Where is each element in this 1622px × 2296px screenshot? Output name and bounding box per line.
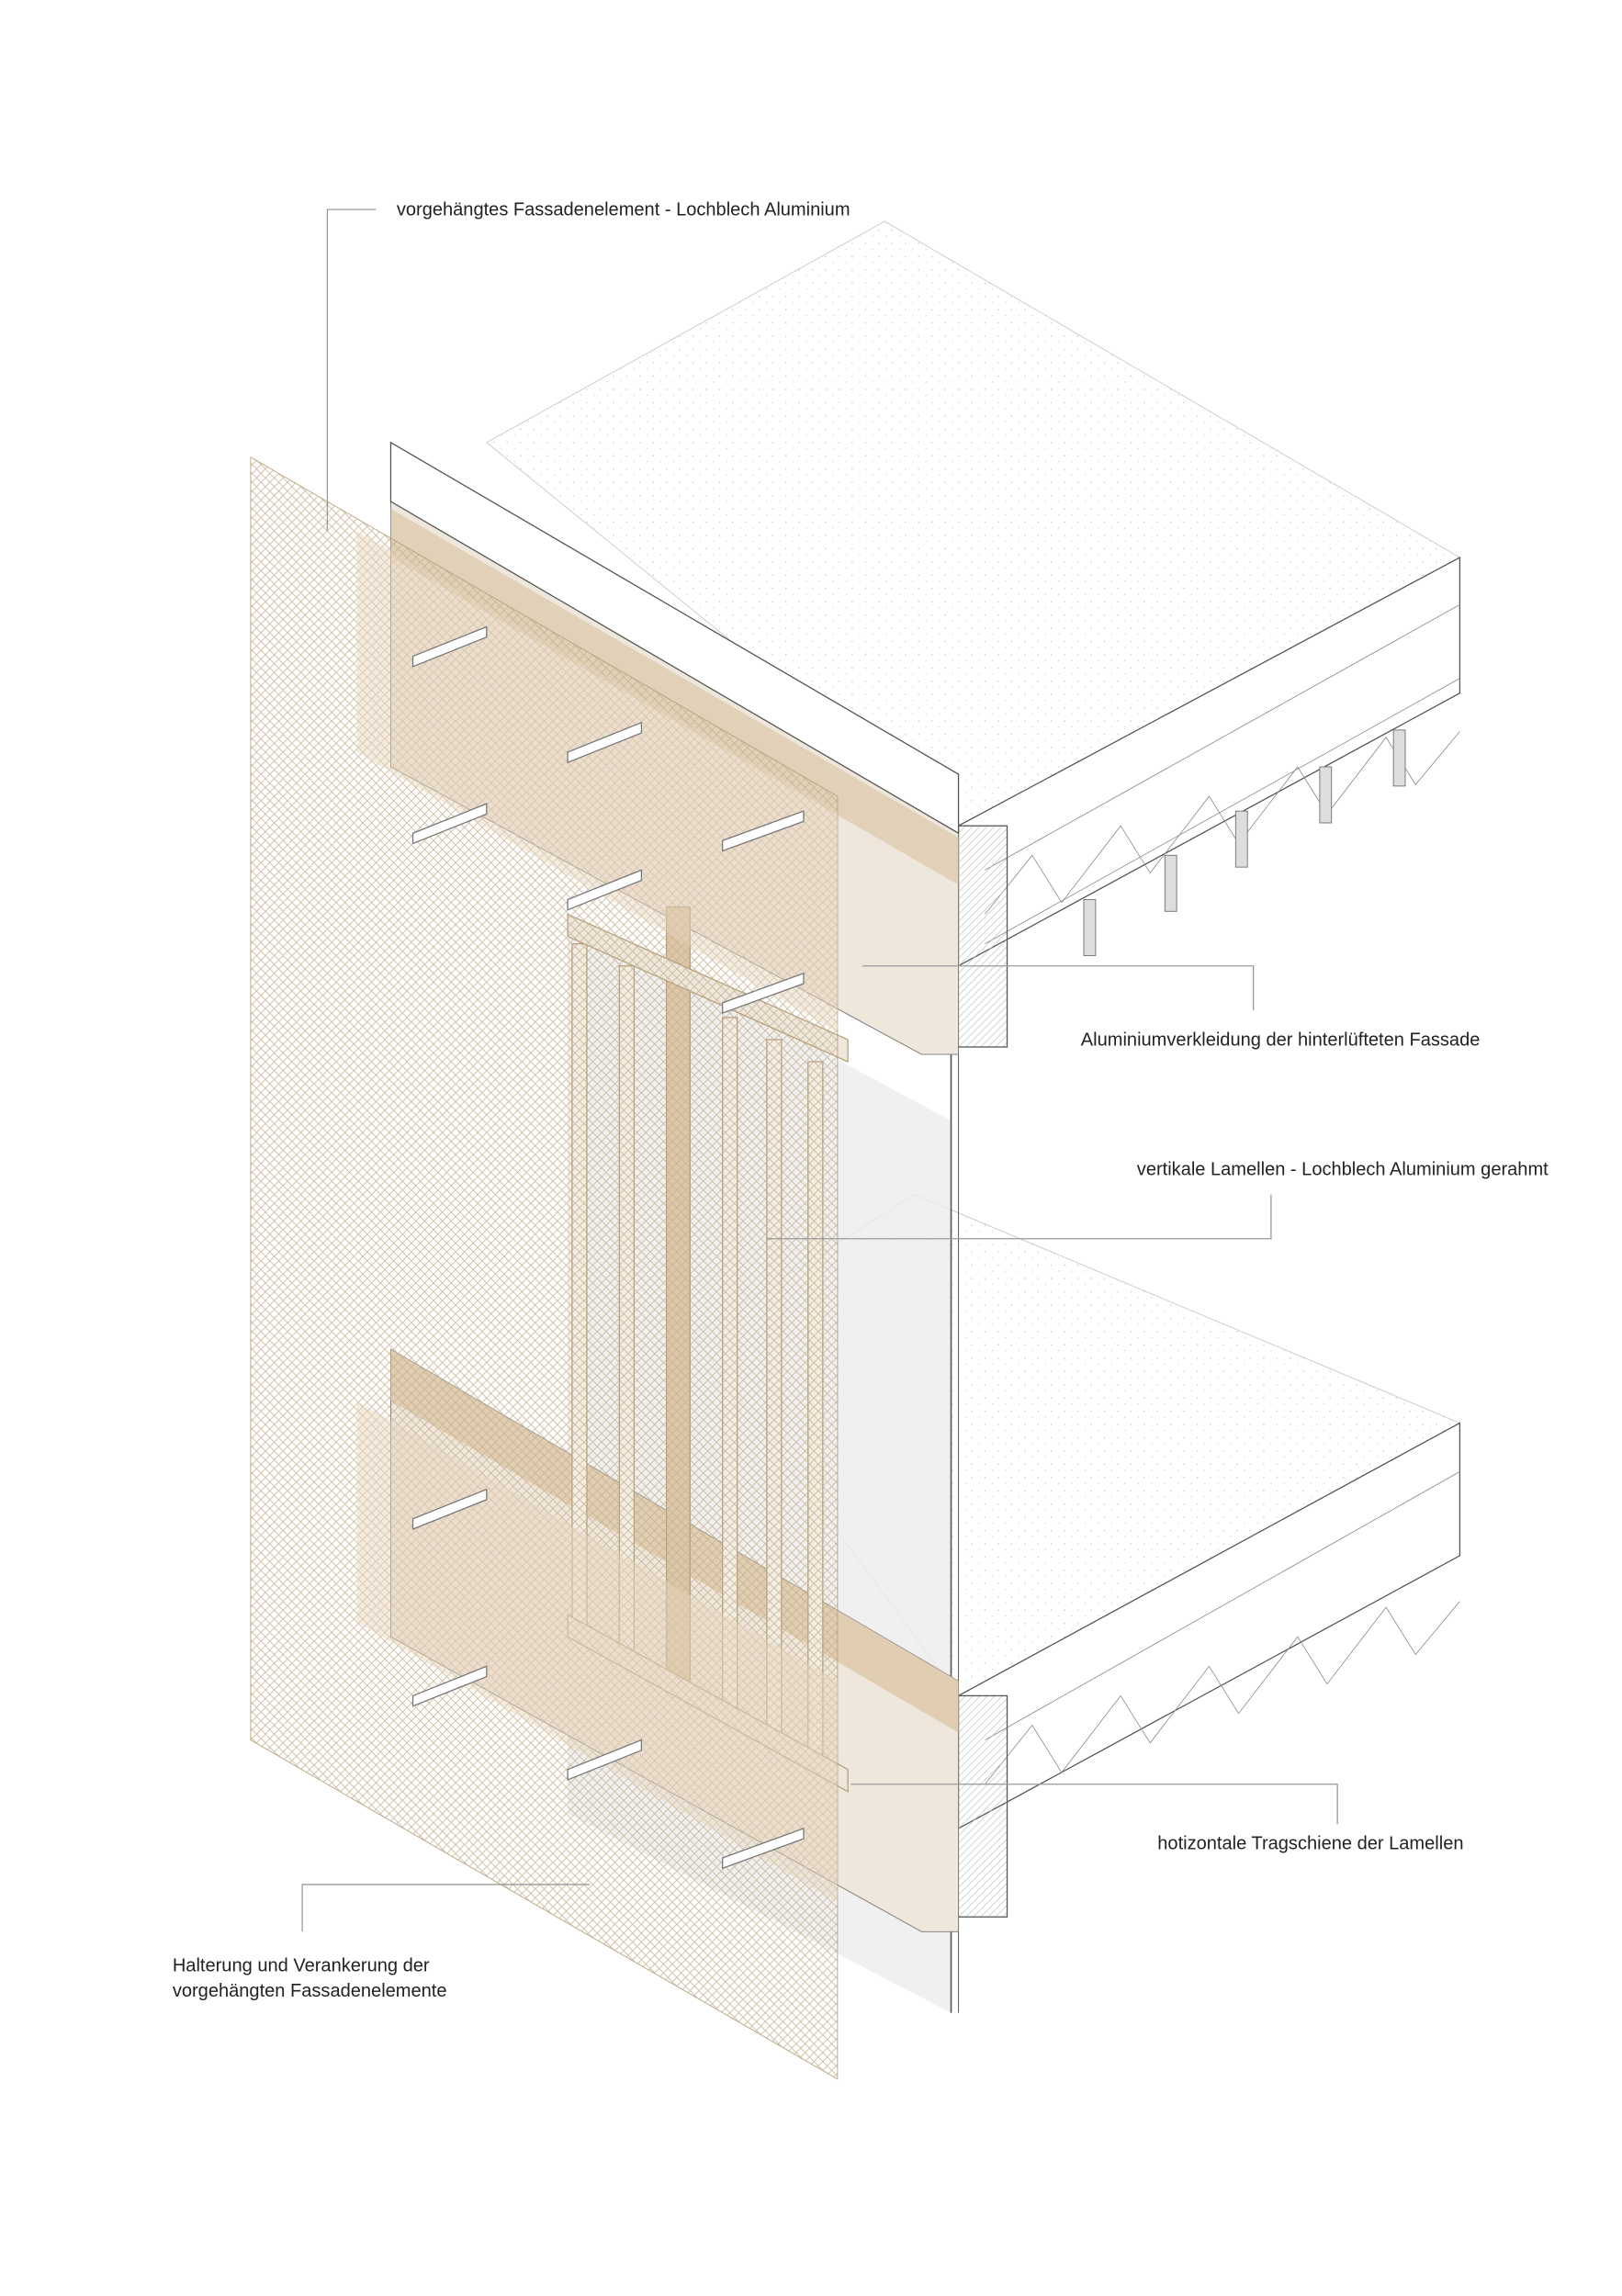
label-anchoring-line1: Halterung und Verankerung der (173, 1956, 430, 1976)
anchoring-brackets (411, 625, 805, 1870)
label-horizontal-rail-text: hotizontale Tragschiene der Lamellen (1157, 1833, 1463, 1853)
label-anchoring-line2: vorgehängten Fassadenelemente (173, 1981, 447, 2001)
label-facade-element: vorgehängtes Fassadenelement - Lochblech… (326, 200, 850, 532)
perforated-facade-panel (250, 456, 839, 2080)
label-anchoring: Halterung und Verankerung der vorgehängt… (173, 1884, 591, 2001)
ceiling-battens (1083, 729, 1406, 956)
label-cladding: Aluminiumverkleidung der hinterlüfteten … (862, 965, 1481, 1050)
label-vertical-lamellae: vertikale Lamellen - Lochblech Aluminium… (766, 1160, 1549, 1240)
label-vertical-lamellae-text: vertikale Lamellen - Lochblech Aluminium… (1137, 1160, 1549, 1180)
label-cladding-text: Aluminiumverkleidung der hinterlüfteten … (1081, 1030, 1481, 1050)
label-horizontal-rail: hotizontale Tragschiene der Lamellen (850, 1784, 1464, 1853)
label-facade-element-text: vorgehängtes Fassadenelement - Lochblech… (397, 200, 850, 220)
